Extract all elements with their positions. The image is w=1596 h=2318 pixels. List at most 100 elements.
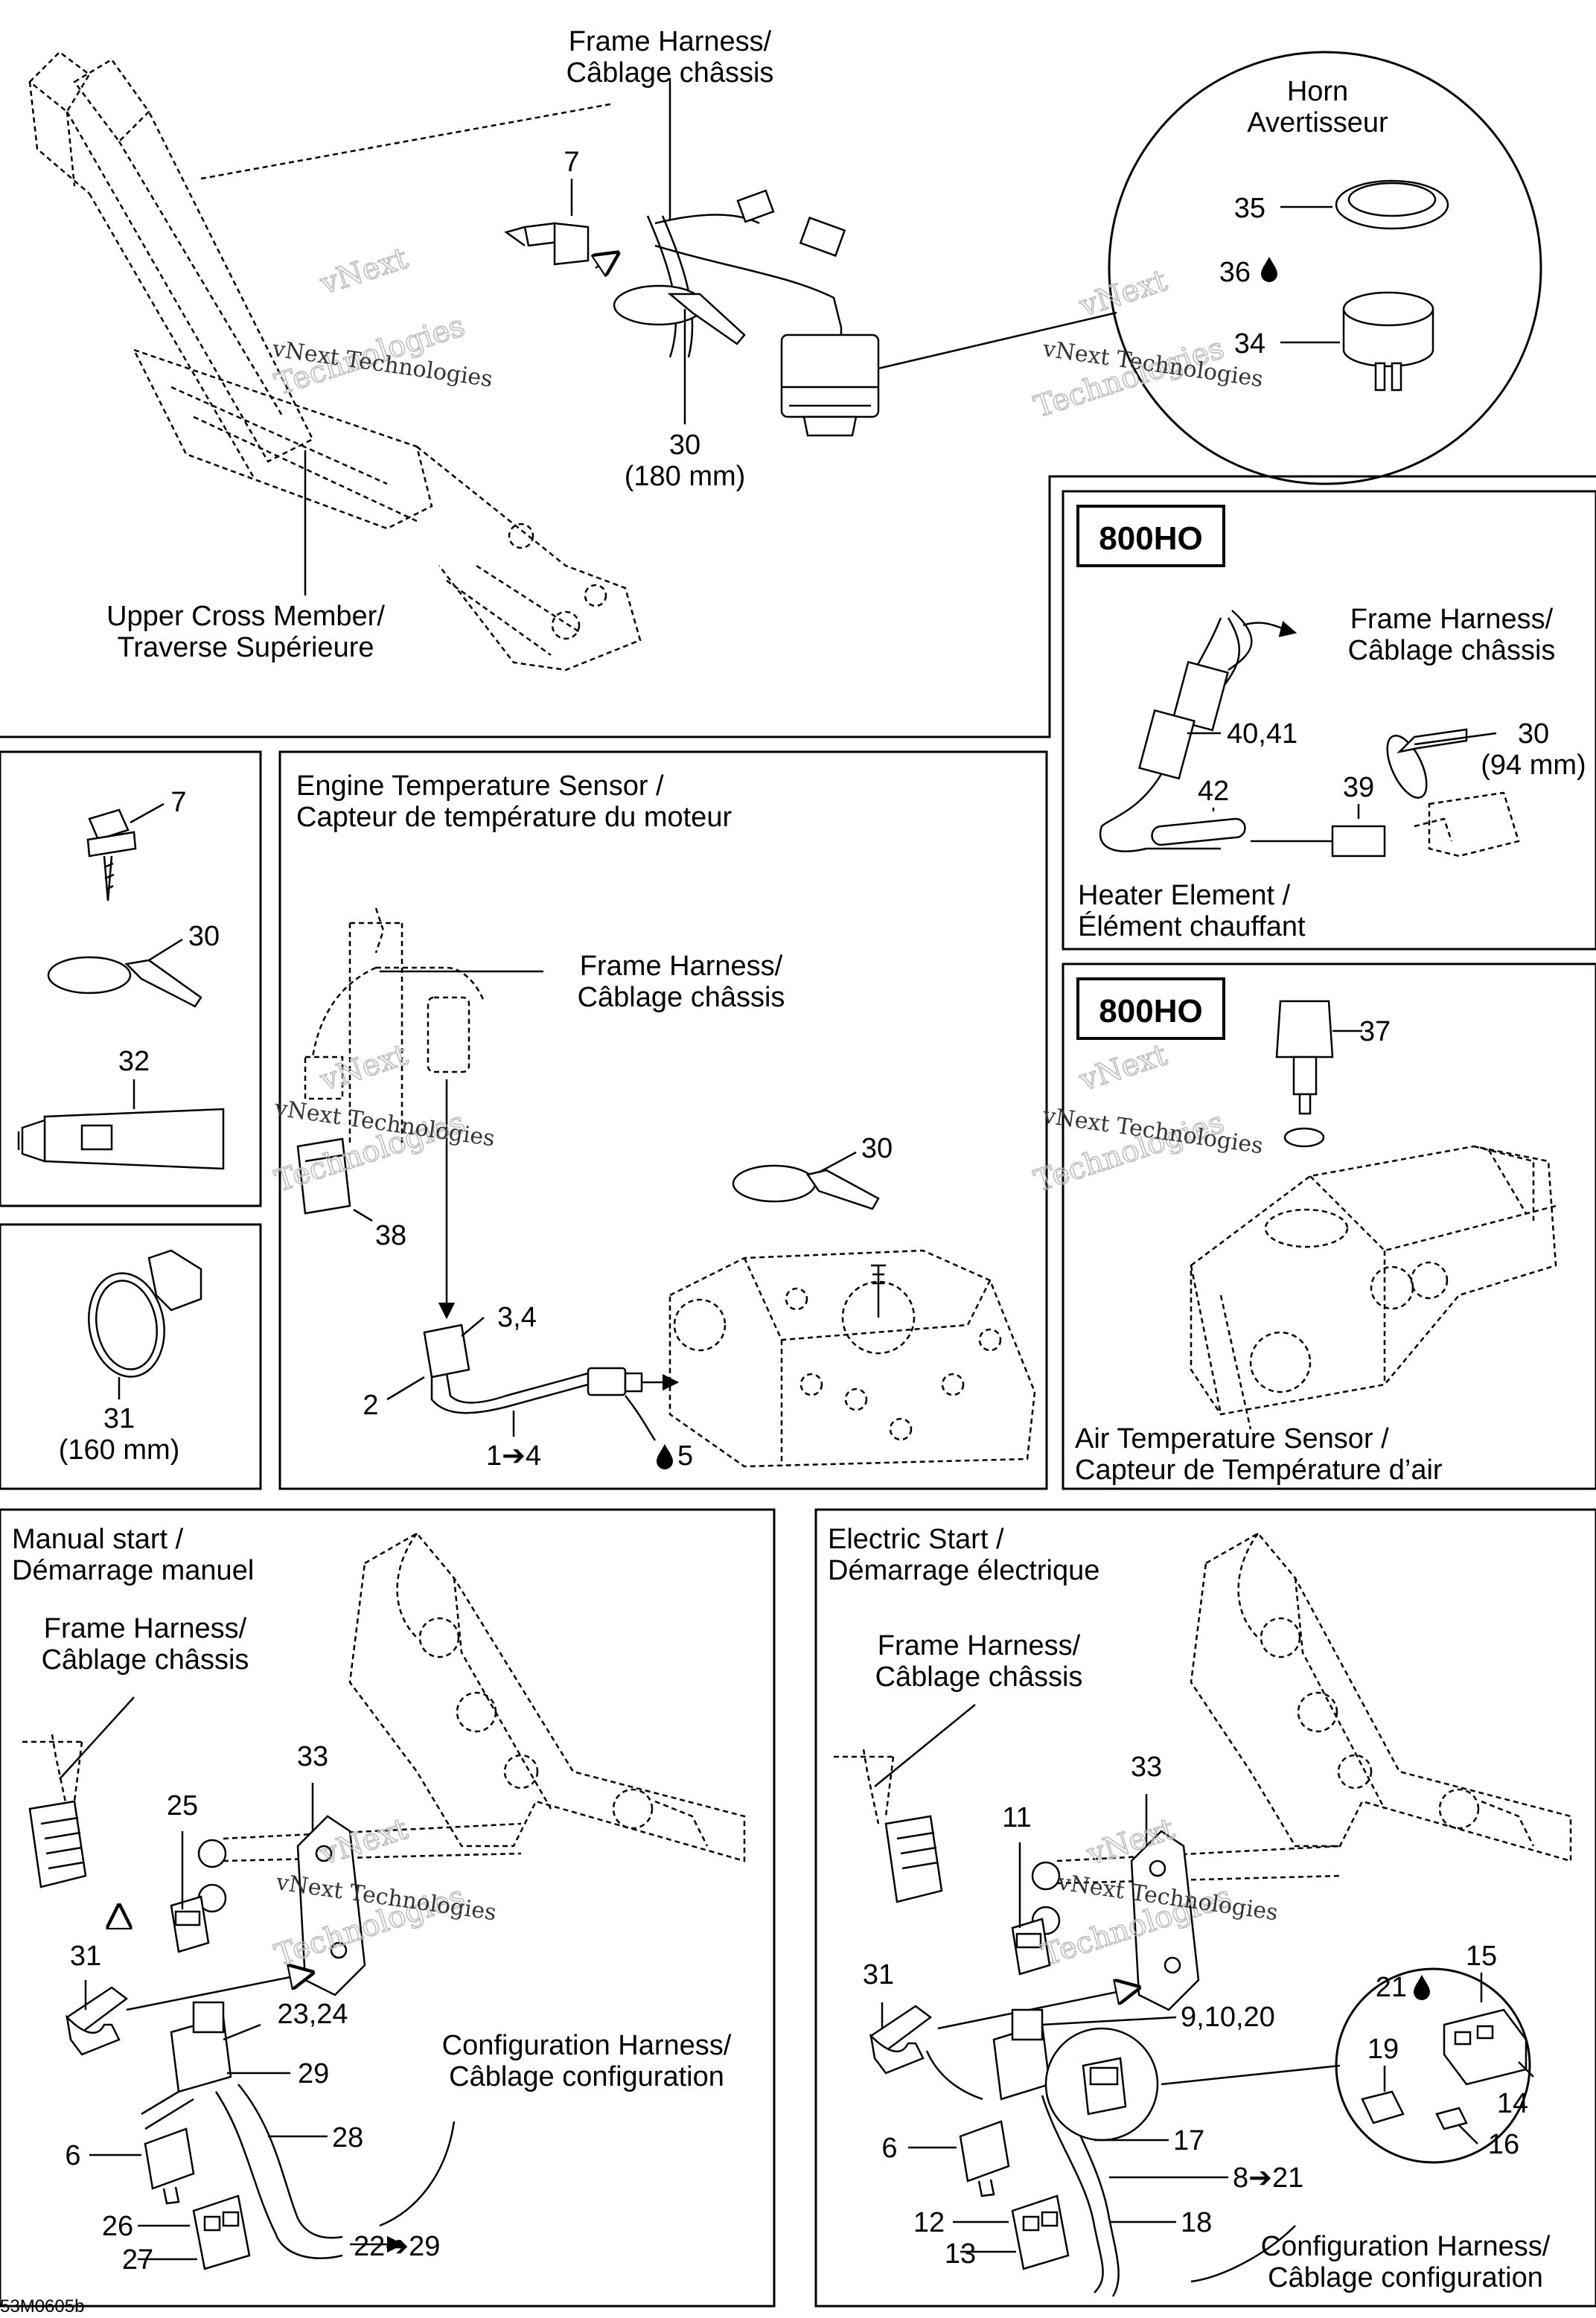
callout-42: 42: [1198, 776, 1229, 807]
callout-29: 29: [298, 2058, 329, 2089]
hardware-panel-lower: [0, 1223, 262, 1490]
badge-800ho-air-text: 800HO: [1099, 993, 1202, 1029]
frame-harness-manual-line2: Câblage châssis: [42, 1644, 249, 1676]
callout-36: 36: [1219, 257, 1251, 288]
electric-start-line1: Electric Start /: [828, 1524, 1004, 1555]
heater-element-line2: Élément chauffant: [1078, 910, 1306, 942]
upper-cross-member-line2: Traverse Supérieure: [118, 632, 374, 663]
callout-5: 5: [677, 1440, 693, 1472]
callout-12: 12: [913, 2207, 945, 2238]
badge-800ho-heater: [1076, 505, 1225, 567]
callout-33-ele: 33: [1131, 1752, 1162, 1783]
callout-3-4: 3,4: [497, 1302, 537, 1333]
callout-31-ele: 31: [863, 1959, 894, 1990]
callout-19: 19: [1367, 2034, 1399, 2065]
callout-26: 26: [102, 2211, 133, 2242]
callout-31-hw-length: (160 mm): [59, 1434, 180, 1466]
frame-harness-electric-line1: Frame Harness/: [878, 1630, 1081, 1661]
callout-6-ele: 6: [881, 2133, 897, 2164]
air-temp-sensor-line1: Air Temperature Sensor /: [1075, 1423, 1389, 1455]
watermark-brand-1: vNext: [316, 241, 412, 301]
callout-34: 34: [1234, 328, 1265, 360]
callout-22-29: 22➔29: [354, 2231, 440, 2262]
frame-harness-electric-line2: Câblage châssis: [875, 1661, 1083, 1693]
engine-temp-sensor-line2: Capteur de température du moteur: [296, 802, 732, 833]
manual-start-line1: Manual start /: [12, 1524, 184, 1555]
frame-harness-engine-line1: Frame Harness/: [580, 951, 783, 982]
callout-31-man: 31: [70, 1941, 101, 1972]
callout-30-top-length: (180 mm): [625, 461, 746, 492]
frame-harness-manual-line1: Frame Harness/: [44, 1613, 247, 1644]
callout-2: 2: [363, 1390, 378, 1421]
horn-label-line1: Horn: [1287, 76, 1348, 107]
callout-40-41: 40,41: [1227, 718, 1297, 750]
engine-temp-panel-content: Engine Temperature Sensor / Capteur de t…: [296, 770, 1036, 1472]
frame-harness-engine-line2: Câblage châssis: [578, 982, 785, 1013]
config-harness-electric-line2: Câblage configuration: [1268, 2262, 1543, 2293]
horn-detail: Horn Avertisseur 35 36 34: [878, 51, 1542, 485]
callout-27: 27: [122, 2244, 153, 2276]
callout-7-top: 7: [564, 147, 579, 178]
callout-38: 38: [375, 1220, 406, 1251]
watermark-brand-3: vNext: [316, 1038, 412, 1098]
frame-harness-heater-line2: Câblage châssis: [1348, 635, 1556, 666]
figure-code: 53M0605b: [0, 2296, 84, 2317]
manual-start-panel: [0, 1508, 776, 2308]
manual-start-line2: Démarrage manuel: [12, 1555, 254, 1586]
heater-element-line1: Heater Element /: [1078, 880, 1291, 911]
config-harness-manual-line1: Configuration Harness/: [442, 2030, 732, 2061]
horn-label-line2: Avertisseur: [1247, 107, 1388, 138]
callout-8-21: 8➔21: [1233, 2162, 1303, 2194]
air-sensor-panel-content: 800HO 37 Air Temperature Sensor / Capteu…: [1075, 977, 1557, 1486]
screw-7-top: 7: [504, 147, 618, 268]
callout-9-10-20: 9,10,20: [1181, 2002, 1275, 2033]
top-panel-border: [0, 475, 1596, 738]
callout-16: 16: [1488, 2129, 1519, 2160]
callout-18: 18: [1181, 2207, 1212, 2238]
callout-30-heater-length: (94 mm): [1481, 750, 1586, 781]
callout-23-24: 23,24: [277, 1999, 348, 2030]
frame-harness-top-line1: Frame Harness/: [569, 26, 772, 57]
callout-1-4: 1➔4: [486, 1440, 541, 1472]
callout-35: 35: [1234, 193, 1265, 224]
callout-28: 28: [332, 2122, 363, 2153]
watermark-brand-2: vNext: [1075, 264, 1171, 324]
callout-17: 17: [1173, 2125, 1204, 2156]
electric-start-panel: [814, 1508, 1596, 2308]
callout-25: 25: [167, 1790, 198, 1821]
badge-800ho-heater-text: 800HO: [1099, 520, 1202, 557]
callout-32: 32: [118, 1046, 150, 1077]
callout-13: 13: [945, 2238, 976, 2270]
heater-panel: [1062, 490, 1596, 951]
frame-harness-heater-line1: Frame Harness/: [1350, 604, 1554, 635]
callout-6-man: 6: [65, 2140, 80, 2171]
callout-11: 11: [1002, 1802, 1031, 1833]
callout-30-heater: 30: [1518, 718, 1549, 750]
air-sensor-panel: [1062, 962, 1596, 1490]
callout-33-man: 33: [297, 1741, 328, 1772]
callout-37: 37: [1359, 1016, 1391, 1047]
callout-31-hw: 31: [103, 1403, 135, 1434]
callout-21-grease: 21: [1376, 1972, 1407, 2003]
electric-start-panel-content: Electric Start / Démarrage électrique Fr…: [828, 1524, 1572, 2297]
hardware-panel-content: 7 30 32 31 (160 mm): [17, 787, 225, 1466]
panel-frames: [0, 475, 1596, 2308]
hardware-panel-upper: [0, 750, 262, 1207]
callout-30-top: 30: [669, 430, 700, 461]
callout-15: 15: [1466, 1941, 1497, 1972]
callout-30-eng: 30: [861, 1133, 893, 1164]
watermark-brand-4: vNext: [1075, 1038, 1171, 1098]
manual-start-panel-content: Manual start / Démarrage manuel Frame Ha…: [12, 1524, 746, 2276]
electric-start-line2: Démarrage électrique: [828, 1555, 1099, 1586]
frame-harness-top: 30 (180 mm) Frame Harness/ Câblage châss…: [566, 26, 880, 492]
engine-temp-sensor-line1: Engine Temperature Sensor /: [296, 770, 664, 802]
callout-30-hw: 30: [188, 921, 220, 952]
callout-39: 39: [1343, 772, 1374, 803]
heater-panel-content: 800HO Frame Harness/ Câblage châssis 40,…: [1076, 505, 1586, 942]
callout-7-hw: 7: [170, 787, 186, 818]
upper-cross-member-label: Upper Cross Member/ Traverse Supérieure: [106, 450, 385, 663]
config-harness-electric-line1: Configuration Harness/: [1261, 2231, 1551, 2262]
callout-14: 14: [1497, 2088, 1528, 2119]
upper-cross-member-illustration: [28, 51, 642, 671]
